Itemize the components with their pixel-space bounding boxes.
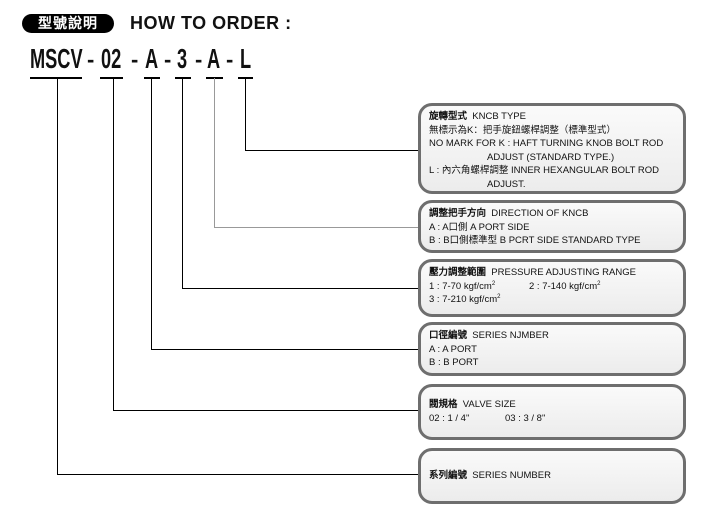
knob-type-box: 旋轉型式 KNCB TYPE 無標示為K：把手旋鈕螺桿調整（標準型式） NO M… xyxy=(418,103,686,194)
connector-line xyxy=(57,78,58,475)
knob-direction-box: 調整把手方向 DIRECTION OF KNCB A : A口側 A PORT … xyxy=(418,200,686,253)
code-separator: - xyxy=(226,47,234,72)
connector-line xyxy=(182,78,183,289)
box-line: ADJUST (STANDARD TYPE.) xyxy=(487,151,615,163)
box-line: 無標示為K：把手旋鈕螺桿調整（標準型式） xyxy=(429,124,616,136)
box-line: 3 : 7-210 kgf/cm xyxy=(429,294,498,305)
box-title-cn: 閥規格 xyxy=(429,399,458,410)
box-line: 03 : 3 / 8" xyxy=(505,412,546,424)
code-separator: - xyxy=(87,47,95,72)
connector-line xyxy=(214,227,418,228)
underline xyxy=(144,77,160,79)
connector-line xyxy=(113,78,114,411)
box-line: ADJUST. xyxy=(487,178,526,190)
code-separator: - xyxy=(164,47,172,72)
box-line: A : A PORT xyxy=(429,343,477,355)
box-line: B : B PORT xyxy=(429,357,479,368)
series-port-box: 口徑編號 SERIES NJMBER A : A PORT B : B PORT xyxy=(418,322,686,376)
code-port: A xyxy=(145,43,159,74)
box-title-en: DIRECTION OF KNCB xyxy=(491,208,589,219)
underline xyxy=(175,77,191,79)
connector-line xyxy=(182,288,418,289)
box-title-en: KNCB TYPE xyxy=(472,111,526,122)
code-separator: - xyxy=(195,47,203,72)
box-title-en: VALVE SIZE xyxy=(462,399,516,410)
pressure-range-box: 壓力調整範圍 PRESSURE ADJUSTING RANGE 1 : 7-70… xyxy=(418,259,686,317)
box-title-cn: 調整把手方向 xyxy=(429,208,487,219)
box-line: L : 內六角螺桿調整 INNER HEXANGULAR BOLT ROD xyxy=(429,165,659,176)
model-description-badge: 型號說明 xyxy=(22,14,114,33)
box-line: A : A口側 A PORT SIDE xyxy=(429,221,530,233)
superscript: 2 xyxy=(491,280,496,287)
connector-line xyxy=(245,78,246,151)
box-line: 2 : 7-140 kgf/cm xyxy=(529,280,598,292)
connector-line xyxy=(151,349,418,350)
box-line: B : B口側標準型 B PCRT SIDE STANDARD TYPE xyxy=(429,235,641,246)
box-title-cn: 旋轉型式 xyxy=(429,111,468,122)
box-title-en: SERIES NJMBER xyxy=(472,330,549,341)
connector-line xyxy=(214,78,215,228)
box-line: NO MARK FOR K : HAFT TURNING KNOB BOLT R… xyxy=(429,138,664,149)
box-title-en: PRESSURE ADJUSTING RANGE xyxy=(491,267,636,278)
code-direction: A xyxy=(207,43,221,74)
connector-line xyxy=(57,474,418,475)
superscript: 2 xyxy=(497,293,501,300)
box-title-en: SERIES NUMBER xyxy=(472,470,551,481)
code-separator: - xyxy=(131,47,139,72)
code-pressure: 3 xyxy=(177,43,188,74)
series-number-box: 系列編號 SERIES NUMBER xyxy=(418,448,686,504)
underline xyxy=(30,77,82,79)
box-line: 1 : 7-70 kgf/cm xyxy=(429,280,492,292)
code-size: 02 xyxy=(101,43,122,74)
box-title-cn: 系列編號 xyxy=(429,470,468,481)
connector-line xyxy=(245,150,418,151)
code-series: MSCV xyxy=(30,43,83,74)
box-title-cn: 口徑編號 xyxy=(429,330,468,341)
underline xyxy=(100,77,123,79)
box-line: 02 : 1 / 4" xyxy=(429,412,470,424)
code-knob: L xyxy=(240,43,252,74)
connector-line xyxy=(113,410,418,411)
superscript: 2 xyxy=(597,280,601,287)
box-title-cn: 壓力調整範圍 xyxy=(429,267,487,278)
valve-size-box: 閥規格 VALVE SIZE 02 : 1 / 4" 03 : 3 / 8" xyxy=(418,384,686,440)
connector-line xyxy=(151,78,152,350)
how-to-order-title: HOW TO ORDER : xyxy=(130,13,292,33)
